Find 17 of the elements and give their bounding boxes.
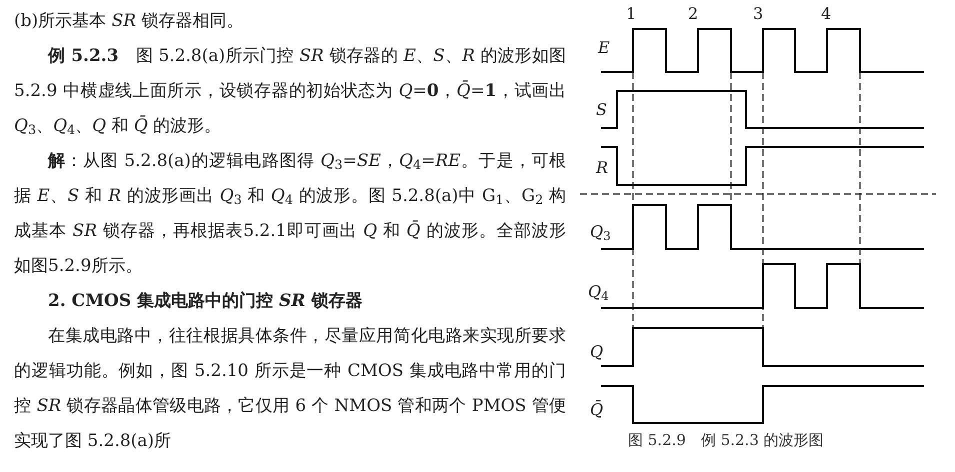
pulse-number: 3 — [753, 4, 764, 24]
signal-label: S — [596, 100, 607, 120]
paragraph: 在集成电路中，往往根据具体条件，尽量应用简化电路来实现所要求的逻辑功能。例如，图 5.2.10 所示是一种 CMOS 集成电路中常用的门控 SR 锁存器晶体管级电路，它仅用 6 个 NMOS 管和两个 PMOS 管便实现了图 5.2.8(a)所 — [14, 325, 566, 453]
paragraph: (b)所示基本 SR 锁存器相同。 — [14, 10, 244, 33]
pulse-number: 2 — [688, 4, 698, 24]
signal-label: Q$_{3}$ — [590, 222, 611, 242]
signal-label: R — [596, 158, 608, 178]
figure-caption: 图 5.2.9 例 5.2.3 的波形图 — [628, 430, 824, 450]
paragraph: 解：从图 5.2.8(a)的逻辑电路图得 Q$_{3}$=SE，Q$_{4}$=RE。于是，可根据 E、S 和 R 的波形画出 Q$_{3}$ 和 Q$_{4}$ 的波形。图 5.2.8(a)中 G$_{1}$、G$_{2}$ 构成基本 SR 锁存器，再根据表5.2.1即可画出 Q 和 Q̄ 的波形。全部波形如图5.2.9所示。 — [14, 150, 566, 278]
signal-label: Q$_{4}$ — [588, 282, 609, 302]
signal-label: Q̄ — [590, 400, 604, 420]
section-heading: 2. CMOS 集成电路中的门控 SR 锁存器 — [47, 290, 364, 313]
paragraph: 例 5.2.3 图 5.2.8(a)所示门控 SR 锁存器的 E、S、R 的波形如图 5.2.9 中横虚线上面所示，设锁存器的初始状态为 Q=0，Q̄=1，试画出 Q$_{3}$、Q$_{4}$、Q 和 Q̄ 的波形。 — [14, 45, 566, 140]
signal-label: Q — [590, 342, 604, 362]
pulse-number: 1 — [626, 4, 636, 24]
pulse-number: 4 — [821, 4, 832, 24]
signal-label: E — [598, 38, 610, 58]
